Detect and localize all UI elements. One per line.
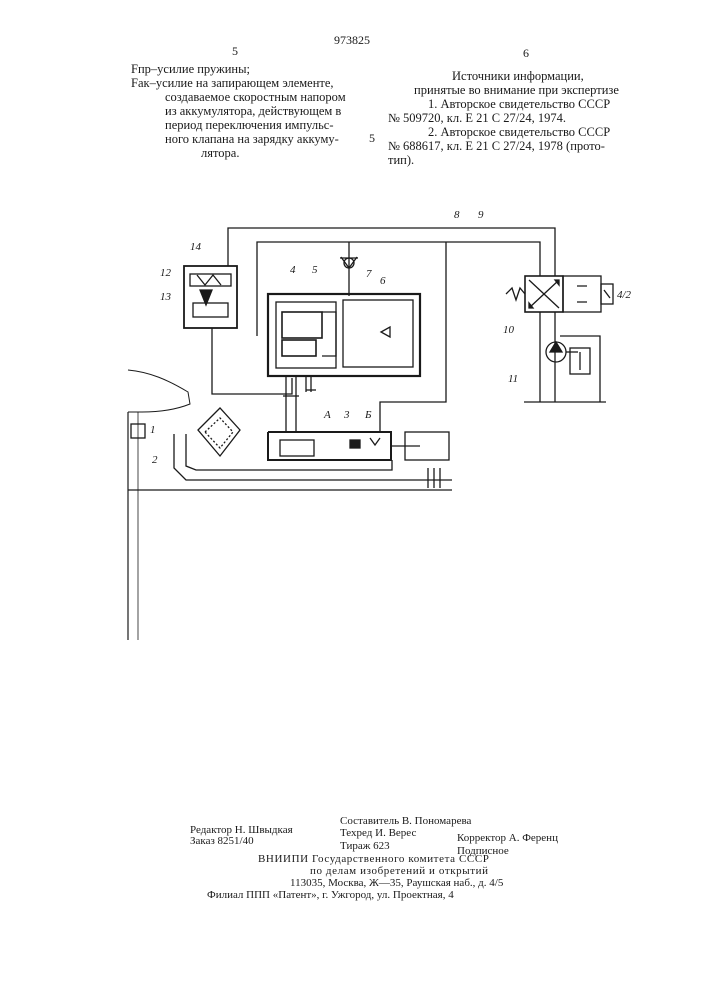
footer-branch: Филиал ППП «Патент», г. Ужгород, ул. Про… bbox=[207, 889, 454, 902]
footer-order: Заказ 8251/40 bbox=[190, 835, 254, 848]
base-2 bbox=[174, 434, 452, 480]
label-A: А bbox=[323, 409, 331, 421]
label-4: 4 bbox=[290, 264, 296, 276]
label-4-2: 4/2 bbox=[617, 289, 632, 301]
label-9: 9 bbox=[478, 209, 484, 221]
label-13: 13 bbox=[160, 291, 172, 303]
label-1: 1 bbox=[150, 424, 156, 436]
line-8 bbox=[228, 228, 555, 276]
label-11: 11 bbox=[508, 373, 518, 385]
valve-12-14-body bbox=[184, 266, 237, 328]
label-B: Б bbox=[364, 409, 372, 421]
label-2: 2 bbox=[152, 454, 158, 466]
diamond-element bbox=[198, 408, 240, 456]
footer-corrector: Корректор А. Ференц bbox=[457, 832, 558, 845]
label-8: 8 bbox=[454, 209, 460, 221]
label-14: 14 bbox=[190, 241, 202, 253]
footer-techred: Техред И. Верес bbox=[340, 827, 416, 840]
label-7: 7 bbox=[366, 268, 372, 280]
label-3: 3 bbox=[343, 409, 350, 421]
footer-circulation: Тираж 623 bbox=[340, 840, 390, 853]
label-5: 5 bbox=[312, 264, 318, 276]
label-6: 6 bbox=[380, 275, 386, 287]
label-10: 10 bbox=[503, 324, 515, 336]
label-12: 12 bbox=[160, 267, 172, 279]
